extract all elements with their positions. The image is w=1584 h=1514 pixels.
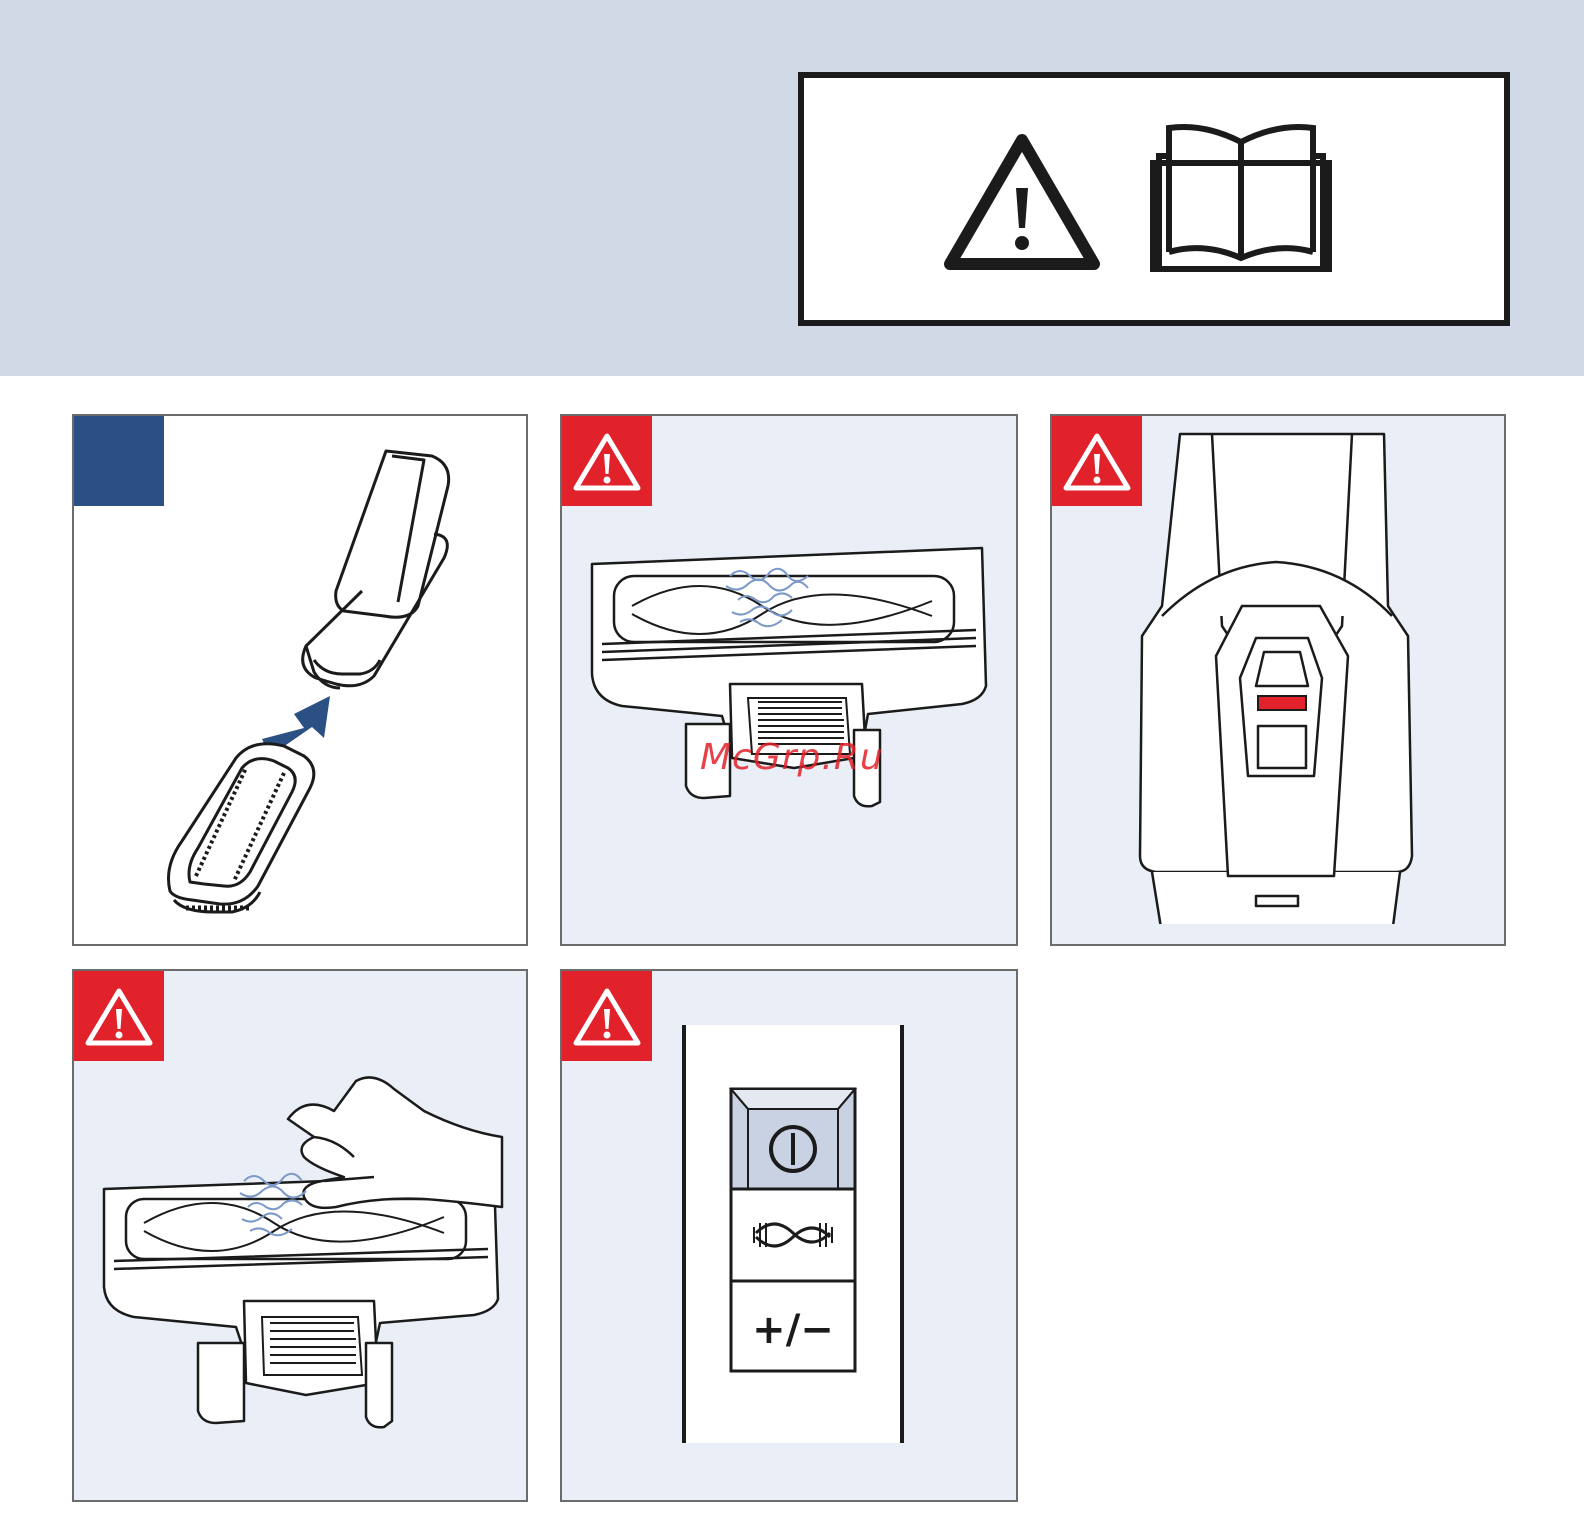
handle-illustration [1052, 416, 1506, 946]
notice-icons [804, 78, 1504, 320]
brush-head-illustration [562, 416, 1018, 946]
hand-brush-illustration [74, 971, 528, 1502]
brushroll-button[interactable] [731, 1189, 855, 1281]
panel-filter-insert [72, 414, 528, 946]
watermark: McGrp.Ru [700, 737, 884, 778]
safety-notice-box [798, 72, 1510, 326]
plus-minus-button[interactable]: +/− [731, 1281, 855, 1371]
plus-minus-label: +/− [752, 1307, 834, 1353]
filter-insert-illustration [74, 416, 528, 946]
power-button[interactable] [731, 1089, 855, 1189]
control-panel-illustration: +/− [562, 971, 1018, 1502]
panel-brush-head-hair [560, 414, 1018, 946]
read-manual-book-icon [1153, 127, 1329, 269]
panel-handle-indicator [1050, 414, 1506, 946]
panel-control-buttons: +/− [560, 969, 1018, 1502]
warning-triangle-icon [950, 140, 1094, 264]
panel-hand-remove-hair [72, 969, 528, 1502]
